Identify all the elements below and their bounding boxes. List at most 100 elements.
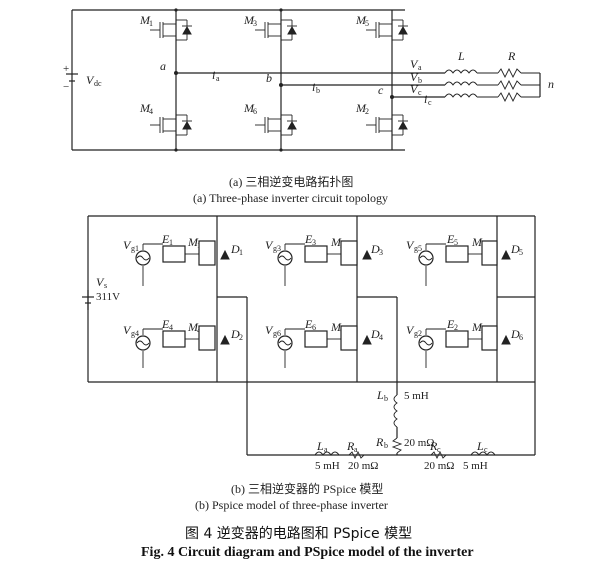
svg-text:D: D [510,242,520,256]
caption-main-en: Fig. 4 Circuit diagram and PSpice model … [141,545,474,560]
svg-text:i: i [212,68,215,82]
svg-text:20 mΩ: 20 mΩ [424,460,454,472]
gate-driver-bottom-row-2: V g6 E 6 M 6 D 4 [265,317,383,368]
svg-text:b: b [316,86,320,95]
svg-text:g4: g4 [131,329,139,338]
svg-text:M: M [355,101,367,115]
vdc-label: V [86,73,95,87]
svg-text:g1: g1 [131,244,139,253]
svg-text:E: E [304,317,313,331]
svg-text:5: 5 [454,238,458,247]
svg-text:M: M [243,13,255,27]
dc-source: + − V dc [63,10,102,150]
svg-text:a: a [418,63,422,72]
svg-text:R: R [429,439,438,453]
svg-text:E: E [161,232,170,246]
svg-text:+: + [63,63,69,75]
svg-text:c: c [428,98,432,107]
svg-text:E: E [446,232,455,246]
svg-text:a: a [216,74,220,83]
svg-text:M: M [243,101,255,115]
svg-text:R: R [507,49,516,63]
svg-text:b: b [384,441,388,450]
caption-b-cn: (b) 三相逆变器的 PSpice 模型 [231,481,383,496]
svg-text:n: n [548,77,554,91]
switch-m5: M 5 [355,13,408,41]
svg-text:6: 6 [253,107,257,116]
svg-text:a: a [354,445,358,454]
svg-text:4: 4 [149,107,153,116]
svg-text:M: M [330,235,342,249]
svg-text:3: 3 [253,19,257,28]
svg-text:20 mΩ: 20 mΩ [348,460,378,472]
svg-text:1: 1 [169,238,173,247]
switch-m2: M 2 [355,101,408,136]
caption-a-cn: (a) 三相逆变电路拓扑图 [229,174,353,189]
load-inductors: L [444,49,478,98]
svg-text:V: V [123,238,132,252]
svg-text:V: V [410,82,419,96]
svg-text:M: M [330,320,342,334]
svg-text:b: b [384,394,388,403]
svg-text:L: L [476,439,484,453]
svg-text:M: M [139,13,151,27]
svg-text:V: V [410,70,419,84]
gate-driver-bottom-row: V g4 E 4 M 4 D 2 [123,317,243,368]
svg-text:i: i [424,92,427,106]
svg-text:1: 1 [239,248,243,257]
pspice-switches [198,240,511,351]
svg-text:D: D [370,242,380,256]
svg-text:g2: g2 [414,329,422,338]
load-resistors: R [477,49,540,103]
svg-text:a: a [324,445,328,454]
svg-text:i: i [312,80,315,94]
svg-text:5 mH: 5 mH [463,460,488,472]
svg-text:c: c [484,445,488,454]
svg-text:V: V [96,275,105,289]
svg-text:g6: g6 [273,329,281,338]
svg-text:V: V [406,323,415,337]
svg-text:R: R [375,435,384,449]
gate-driver-top-row: V g1 E 1 M 1 D 1 [123,232,243,286]
gate-driver-bottom-row-3: V g2 E 2 M 2 D 6 [406,317,523,368]
svg-text:5: 5 [519,248,523,257]
svg-text:D: D [510,327,520,341]
svg-text:6: 6 [312,323,316,332]
switch-m6: M 6 [243,101,297,136]
svg-text:b: b [266,71,272,85]
switch-m3: M 3 [243,13,297,41]
svg-text:E: E [161,317,170,331]
svg-text:L: L [457,49,465,63]
svg-text:2: 2 [454,323,458,332]
switch-m1: M 1 [139,13,192,41]
svg-text:E: E [304,232,313,246]
svg-text:5 mH: 5 mH [315,460,340,472]
svg-text:c: c [418,88,422,97]
svg-text:E: E [446,317,455,331]
svg-text:M: M [471,320,483,334]
svg-text:V: V [265,238,274,252]
svg-text:20 mΩ: 20 mΩ [404,437,434,449]
svg-text:5 mH: 5 mH [404,390,429,402]
topology-diagram: + − V dc [63,8,554,152]
svg-text:1: 1 [149,19,153,28]
svg-text:R: R [346,439,355,453]
svg-text:D: D [230,242,240,256]
svg-text:g5: g5 [414,244,422,253]
svg-text:311V: 311V [96,291,120,303]
caption-a-en: (a) Three-phase inverter circuit topolog… [193,191,388,205]
caption-main-cn: 图 4 逆变器的电路图和 PSpice 模型 [185,526,412,542]
svg-text:b: b [418,76,422,85]
gate-driver-top-row-3: V g5 E 5 M 5 D 5 [406,232,523,286]
svg-text:V: V [410,57,419,71]
svg-text:2: 2 [239,333,243,342]
svg-text:s: s [104,281,107,290]
svg-text:L: L [316,439,324,453]
svg-text:L: L [376,388,384,402]
svg-text:V: V [406,238,415,252]
svg-text:6: 6 [519,333,523,342]
svg-text:c: c [437,445,441,454]
svg-text:a: a [160,59,166,73]
